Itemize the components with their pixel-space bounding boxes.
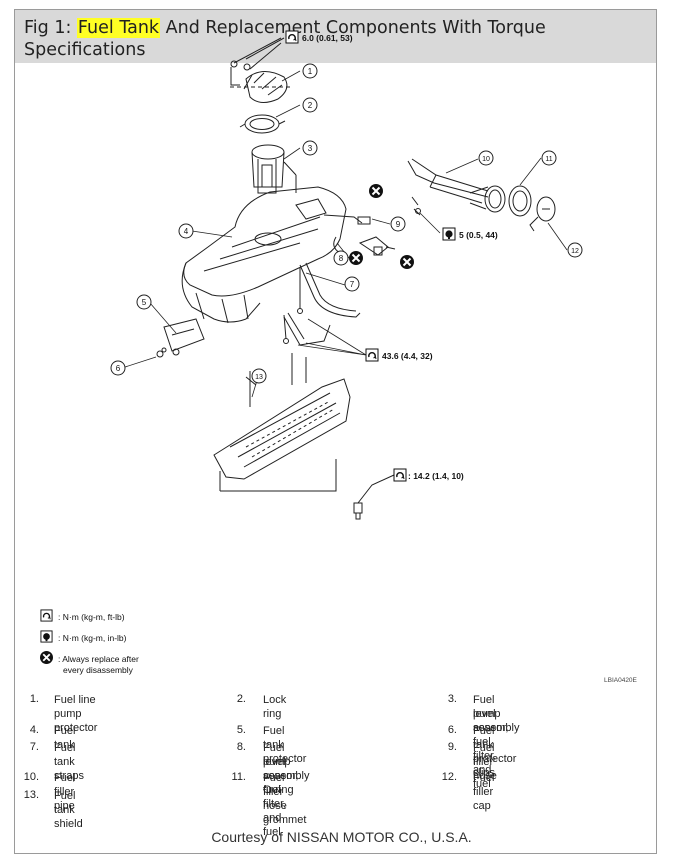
- callout-label-12: 12: [571, 248, 579, 255]
- always-replace-icon: [368, 183, 384, 199]
- callout-8: [333, 250, 349, 266]
- fuel-filler-pipe-drawing: [407, 158, 506, 216]
- callout-12: [567, 242, 583, 258]
- title-highlight: Fuel Tank: [76, 18, 161, 38]
- callout-10: [478, 150, 494, 166]
- always-replace-icon: [399, 254, 415, 270]
- torque-ftlb-icon: [40, 609, 53, 622]
- diagram-code: LBIA0420E: [604, 677, 637, 684]
- callout-label-4: 4: [184, 227, 189, 236]
- title-bar: Fig 1: Fuel Tank And Replacement Compone…: [15, 10, 656, 63]
- figure-frame: Fig 1: Fuel Tank And Replacement Compone…: [14, 9, 657, 854]
- callout-label-13: 13: [255, 374, 263, 381]
- callout-5: [136, 294, 152, 310]
- fuel-line-pump-protector-drawing: [230, 37, 290, 103]
- callout-label-10: 10: [482, 156, 490, 163]
- torque-ftlb-icon: [393, 468, 407, 482]
- callout-9: [390, 216, 406, 232]
- torque-inlb-icon: [442, 227, 456, 241]
- callout-2: [302, 97, 318, 113]
- callout-label-3: 3: [308, 144, 313, 153]
- callout-label-8: 8: [339, 254, 344, 263]
- torque-ftlb-icon: [365, 348, 379, 362]
- callout-label-1: 1: [308, 67, 313, 76]
- callout-7: [344, 276, 360, 292]
- torque-inlb-icon: [40, 630, 53, 643]
- fuel-tank-shield-drawing: [213, 353, 351, 492]
- torque-spec-2: 5 (0.5, 44): [459, 230, 498, 240]
- fuel-filler-grommet-drawing: [508, 185, 532, 217]
- fuel-filler-cap-drawing: [529, 196, 556, 232]
- always-replace-icon: [40, 651, 53, 664]
- callout-label-7: 7: [350, 280, 355, 289]
- callout-label-9: 9: [396, 220, 401, 229]
- callout-3: [302, 140, 318, 156]
- callout-13: [251, 368, 267, 384]
- legend-text: : N·m (kg-m, in-lb): [58, 633, 127, 643]
- callout-1: [302, 63, 318, 79]
- legend-text: : N·m (kg-m, ft-lb): [58, 612, 125, 622]
- callout-label-11: 11: [545, 156, 552, 163]
- torque-spec-1: 6.0 (0.61, 53): [302, 33, 353, 43]
- figure-title: Fig 1: Fuel Tank And Replacement Compone…: [24, 17, 644, 61]
- courtesy-caption: Courtesy of NISSAN MOTOR CO., U.S.A.: [211, 829, 472, 845]
- callout-11: [541, 150, 557, 166]
- fuel-tank-drawing: [181, 186, 371, 324]
- always-replace-icon: [348, 250, 364, 266]
- lock-ring-drawing: [239, 114, 286, 134]
- shield-bolt-drawing: [353, 474, 395, 520]
- callout-label-2: 2: [308, 101, 313, 110]
- fuel-tank-protector-drawing: [156, 318, 205, 358]
- torque-ftlb-icon: [285, 30, 299, 44]
- fuel-pump-assembly-drawing: [251, 144, 297, 194]
- exploded-diagram: 1 2 3 4 5 6 7 8 9 10 11 12 13 6.0 (0.61,…: [110, 30, 583, 520]
- fuel-tank-straps-drawing: [283, 262, 361, 346]
- title-rest: And Replacement Components With Torque S…: [24, 18, 546, 60]
- torque-spec-4: : 14.2 (1.4, 10): [408, 471, 464, 481]
- callout-label-5: 5: [142, 298, 147, 307]
- callout-6: [110, 360, 126, 376]
- callout-4: [178, 223, 194, 239]
- torque-spec-3: 43.6 (4.4, 32): [382, 351, 433, 361]
- callout-label-6: 6: [116, 364, 121, 373]
- title-prefix: Fig 1:: [24, 18, 77, 38]
- fuel-filler-hose-drawing: [333, 236, 396, 256]
